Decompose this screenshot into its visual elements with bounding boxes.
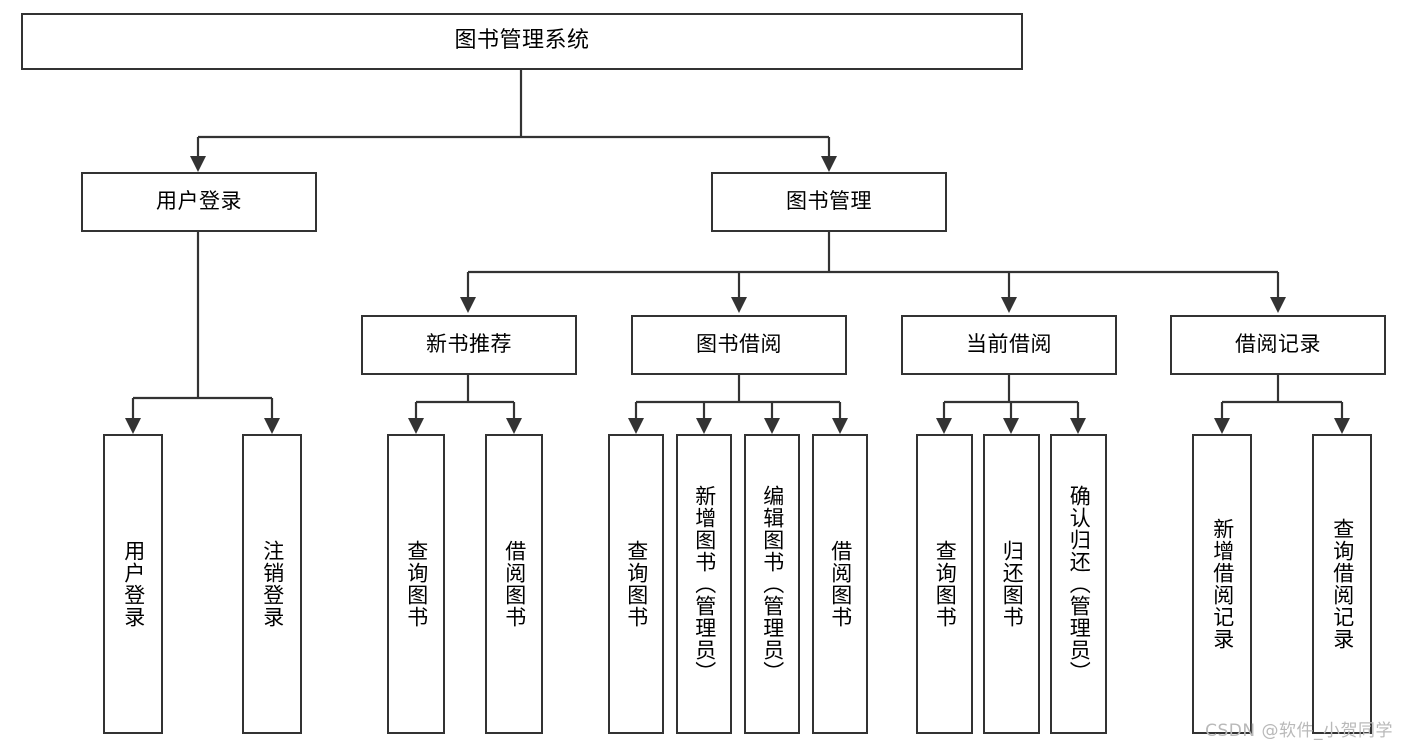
node-new-book-recommend[interactable]: 新书推荐 [361,315,577,375]
arrow-to-new-book [460,297,476,313]
node-user-login[interactable]: 用户登录 [81,172,317,232]
node-label: 借阅图书 [828,540,853,628]
node-label: 查询图书 [933,540,958,628]
arrow-current-borrow-leaf2 [1003,418,1019,434]
arrow-user-login-leaf2 [264,418,280,434]
node-label: 图书借阅 [696,332,782,357]
arrow-to-borrow-record [1270,297,1286,313]
node-label: 图书管理系统 [454,28,590,54]
leaf-borrow-record-query[interactable]: 查询借阅记录 [1312,434,1372,734]
node-label: 新增借阅记录 [1210,518,1235,650]
node-book-borrow[interactable]: 图书借阅 [631,315,847,375]
leaf-book-borrow-edit[interactable]: 编辑图书（管理员） [744,434,800,734]
leaf-new-book-borrow[interactable]: 借阅图书 [485,434,543,734]
arrow-book-borrow-leaf3 [764,418,780,434]
leaf-book-borrow-add[interactable]: 新增图书（管理员） [676,434,732,734]
leaf-new-book-query[interactable]: 查询图书 [387,434,445,734]
arrow-to-book-manage [821,156,837,172]
node-label: 新书推荐 [426,332,512,357]
arrow-user-login-leaf1 [125,418,141,434]
node-current-borrow[interactable]: 当前借阅 [901,315,1117,375]
node-label: 查询图书 [624,540,649,628]
arrow-book-borrow-leaf2 [696,418,712,434]
arrow-current-borrow-leaf1 [936,418,952,434]
node-label: 借阅图书 [502,540,527,628]
leaf-user-login-logout[interactable]: 注销登录 [242,434,302,734]
arrow-new-book-leaf1 [408,418,424,434]
node-label: 图书管理 [786,189,872,214]
arrow-book-borrow-leaf4 [832,418,848,434]
arrow-to-current-borrow [1001,297,1017,313]
node-label: 查询借阅记录 [1330,518,1355,650]
arrow-to-user-login [190,156,206,172]
leaf-borrow-record-add[interactable]: 新增借阅记录 [1192,434,1252,734]
node-label: 确认归还（管理员） [1067,485,1092,683]
node-label: 注销登录 [260,540,285,628]
node-book-management[interactable]: 图书管理 [711,172,947,232]
arrow-to-book-borrow [731,297,747,313]
leaf-book-borrow-lend[interactable]: 借阅图书 [812,434,868,734]
node-label: 编辑图书（管理员） [760,485,785,683]
arrow-borrow-record-leaf1 [1214,418,1230,434]
node-label: 用户登录 [156,189,242,214]
leaf-book-borrow-query[interactable]: 查询图书 [608,434,664,734]
node-label: 借阅记录 [1235,332,1321,357]
leaf-user-login-login[interactable]: 用户登录 [103,434,163,734]
leaf-current-borrow-query[interactable]: 查询图书 [916,434,973,734]
node-label: 新增图书（管理员） [692,485,717,683]
node-label: 用户登录 [121,540,146,628]
watermark-text: CSDN @软件_小贺同学 [1205,721,1393,741]
node-label: 当前借阅 [966,332,1052,357]
arrow-book-borrow-leaf1 [628,418,644,434]
arrow-new-book-leaf2 [506,418,522,434]
node-borrow-record[interactable]: 借阅记录 [1170,315,1386,375]
node-label: 查询图书 [404,540,429,628]
node-label: 归还图书 [1000,540,1025,628]
leaf-current-borrow-return[interactable]: 归还图书 [983,434,1040,734]
leaf-current-borrow-confirm[interactable]: 确认归还（管理员） [1050,434,1107,734]
arrow-current-borrow-leaf3 [1070,418,1086,434]
arrow-borrow-record-leaf2 [1334,418,1350,434]
node-root-system[interactable]: 图书管理系统 [21,13,1023,70]
